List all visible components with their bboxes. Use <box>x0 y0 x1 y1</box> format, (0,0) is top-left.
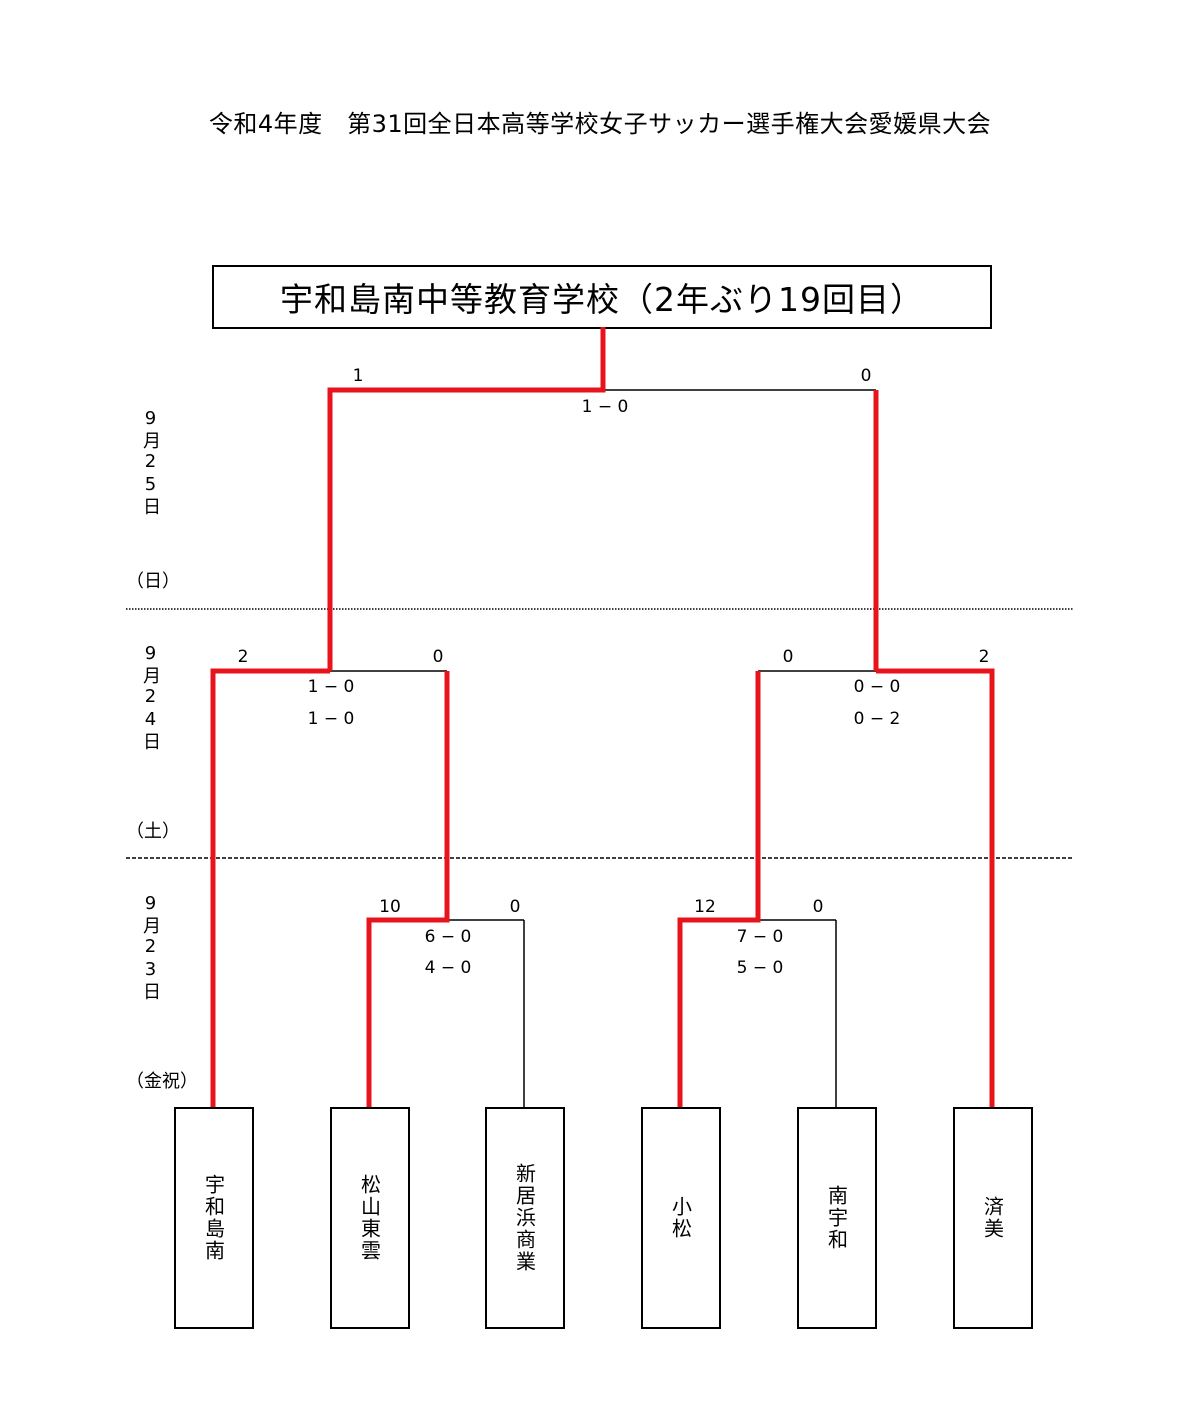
team-name: 済美 <box>980 1196 1005 1240</box>
date-sep24: 9月24日 <box>128 643 172 752</box>
team-box-minami-uwa: 南宇和 <box>797 1107 877 1329</box>
team-box-matsuyama-shinonome: 松山東雲 <box>330 1107 410 1329</box>
team-name: 南宇和 <box>824 1185 849 1251</box>
winner-path-semi-left <box>210 668 330 1108</box>
champion-name: 宇和島南中等教育学校（2年ぶり19回目） <box>280 280 924 319</box>
team-name: 小松 <box>668 1196 693 1240</box>
day-label-sun: （日） <box>126 571 180 592</box>
day-label-sat: （土） <box>126 821 180 842</box>
team-name: 宇和島南 <box>201 1174 226 1262</box>
semi-left-match-score-2: 1 − 0 <box>307 709 355 729</box>
semi-left-a-score: 2 <box>237 647 249 667</box>
semi-right-match-score: 0 − 0 <box>853 677 901 697</box>
team-box-niihama-shogyo: 新居浜商業 <box>485 1107 565 1329</box>
r1-right-match-score: 7 − 0 <box>736 927 784 947</box>
semi-right-match-score-2: 0 − 2 <box>853 709 901 729</box>
team-box-saibi: 済美 <box>953 1107 1033 1329</box>
team-name: 新居浜商業 <box>512 1163 537 1273</box>
date-text: 9月25日 <box>140 408 161 517</box>
winner-path-semi-left-r1 <box>366 671 450 1108</box>
final-right-score: 0 <box>860 366 872 386</box>
team-name: 松山東雲 <box>357 1174 382 1262</box>
date-text: 9月23日 <box>140 893 161 1002</box>
winner-path-final <box>327 327 606 671</box>
team-box-uwajima-minami: 宇和島南 <box>174 1107 254 1329</box>
r1-right-b-score: 0 <box>812 897 824 917</box>
final-left-score: 1 <box>352 366 364 386</box>
day-label-fri-holiday: （金祝） <box>126 1071 198 1092</box>
date-sep23: 9月23日 <box>128 893 172 1002</box>
semi-right-a-score: 0 <box>782 647 794 667</box>
page-title: 令和4年度 第31回全日本高等学校女子サッカー選手権大会愛媛県大会 <box>208 110 992 138</box>
semi-right-b-score: 2 <box>978 647 990 667</box>
r1-left-a-score: 10 <box>379 897 401 917</box>
r1-left-b-score: 0 <box>509 897 521 917</box>
winner-path-semi-right-r1 <box>677 671 761 1108</box>
date-sep25: 9月25日 <box>128 408 172 517</box>
r1-right-match-score-2: 5 − 0 <box>736 958 784 978</box>
team-box-komatsu: 小松 <box>641 1107 721 1329</box>
champion-box: 宇和島南中等教育学校（2年ぶり19回目） <box>212 265 992 329</box>
winner-path-semi-right <box>876 668 995 1108</box>
semi-left-b-score: 0 <box>432 647 444 667</box>
semi-left-match-score: 1 − 0 <box>307 677 355 697</box>
r1-right-a-score: 12 <box>694 897 716 917</box>
r1-left-match-score: 6 − 0 <box>424 927 472 947</box>
final-match-score: 1 − 0 <box>581 397 629 417</box>
date-text: 9月24日 <box>140 643 161 752</box>
r1-left-match-score-2: 4 − 0 <box>424 958 472 978</box>
